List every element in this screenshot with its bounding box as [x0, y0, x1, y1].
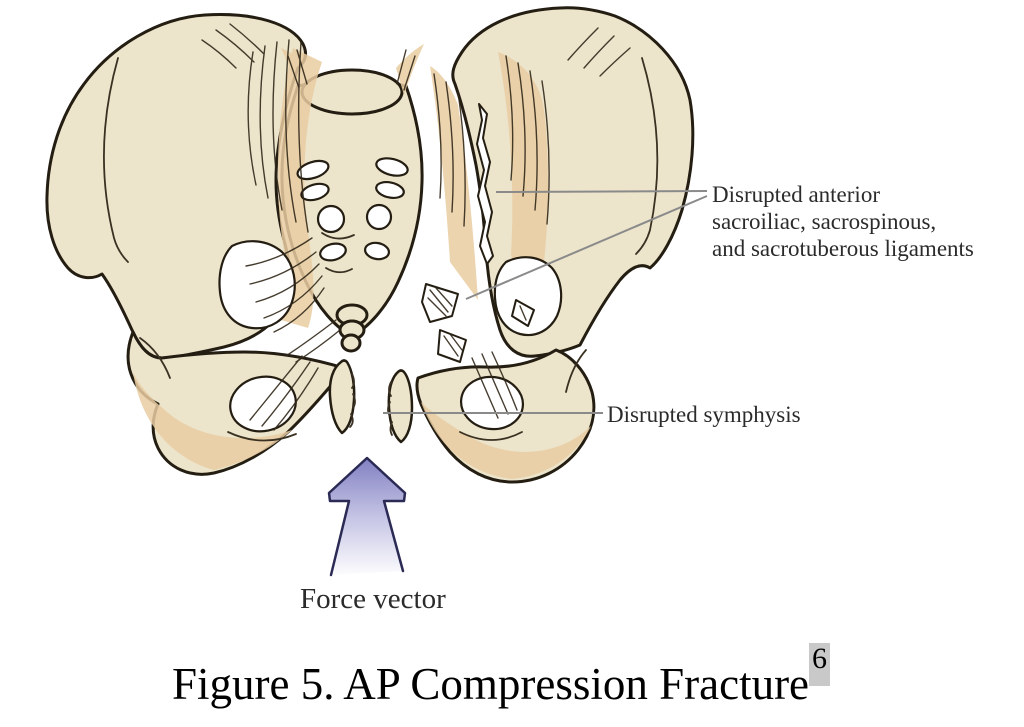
- torn-ligament-stump-lower: [437, 329, 467, 363]
- citation-superscript[interactable]: 6: [809, 643, 831, 686]
- force-vector-label: Force vector: [300, 583, 446, 615]
- ligaments-label-line1: Disrupted anterior: [712, 182, 880, 207]
- force-vector-arrow-icon: [327, 456, 407, 577]
- figure-caption: Figure 5. AP Compression Fracture6: [172, 643, 831, 710]
- ligaments-label-line3: and sacrotuberous ligaments: [712, 236, 974, 261]
- sacral-foramina: [296, 157, 409, 262]
- coccyx: [335, 303, 369, 353]
- ligament-striations: [201, 23, 631, 431]
- leader-line-ligaments-upper: [495, 190, 708, 193]
- symphysis-label: Disrupted symphysis: [607, 402, 801, 427]
- right-symphysis-fragment: [387, 369, 414, 444]
- figure-caption-text: Figure 5. AP Compression Fracture: [172, 659, 810, 709]
- bone-detail-lines: [103, 57, 659, 442]
- ligaments-label-line2: sacroiliac, sacrospinous,: [712, 209, 937, 234]
- fracture-crack: [476, 103, 494, 265]
- left-symphysis-fragment: [328, 359, 356, 435]
- ligaments-label: Disrupted anterior sacroiliac, sacrospin…: [712, 181, 974, 262]
- leader-line-ligaments-lower: [465, 195, 708, 300]
- left-sciatic-opening: [218, 240, 296, 330]
- leader-lines: [383, 190, 708, 414]
